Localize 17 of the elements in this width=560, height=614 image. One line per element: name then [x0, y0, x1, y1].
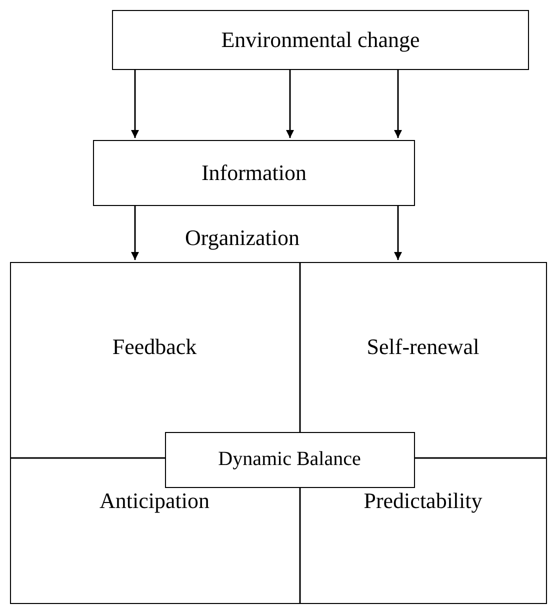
process-box — [164, 432, 414, 488]
arrow — [131, 206, 139, 260]
arrow — [286, 70, 294, 138]
arrow — [131, 70, 139, 138]
group-box — [10, 262, 547, 604]
node-label: Environmental change — [221, 27, 420, 53]
process-box — [112, 10, 529, 70]
node-label: Feedback — [112, 334, 197, 360]
node-label: Information — [201, 160, 307, 186]
node-label: Anticipation — [100, 488, 210, 514]
node-label: Dynamic Balance — [218, 448, 361, 471]
group-title: Organization — [185, 225, 300, 251]
process-box — [93, 140, 415, 206]
node-label: Predictability — [364, 488, 482, 514]
arrow — [394, 70, 402, 138]
arrow — [394, 206, 402, 260]
node-label: Self-renewal — [366, 334, 480, 360]
